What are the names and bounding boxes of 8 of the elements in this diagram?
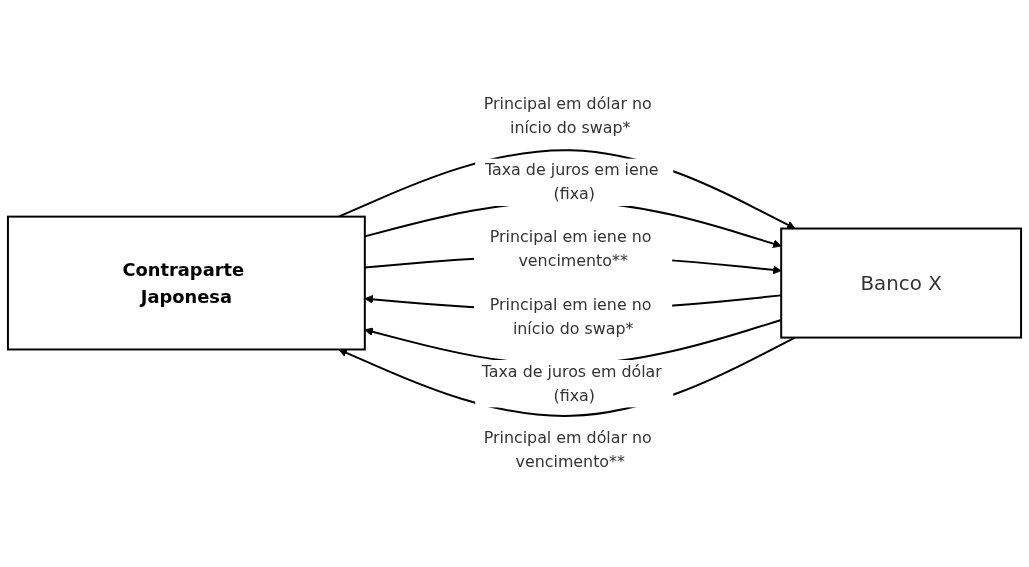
- edge-label: Principal em dólar no vencimento**: [483, 429, 652, 472]
- edge-label: Principal em iene no vencimento**: [489, 227, 652, 271]
- node-box: Contraparte Japonesa: [6, 216, 366, 351]
- edge-label: Principal em iene no início do swap*: [489, 295, 652, 338]
- edge-label: Taxa de juros em iene (fixa): [484, 160, 659, 204]
- edge-label: Taxa de juros em dólar (fixa): [481, 362, 662, 406]
- edge-label: Principal em dólar no início do swap*: [483, 94, 652, 137]
- node-box: Banco X: [780, 228, 1023, 339]
